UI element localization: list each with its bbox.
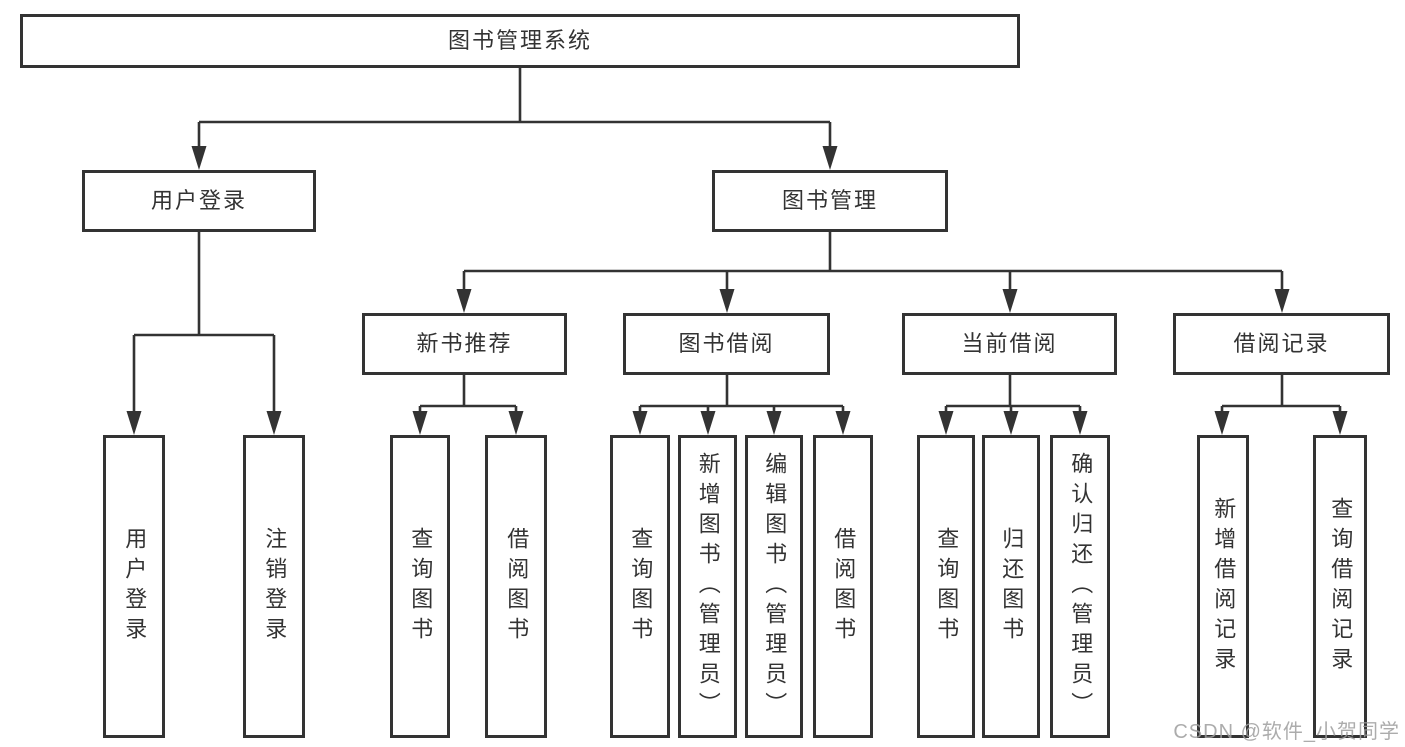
node-user-login: 用户登录 bbox=[82, 170, 316, 232]
leaf-query-borrow-record: 查询借阅记录 bbox=[1313, 435, 1367, 738]
node-book-borrowing: 图书借阅 bbox=[623, 313, 830, 375]
leaf-add-books-admin: 新增图书（管理员） bbox=[678, 435, 737, 738]
leaf-user-login: 用户登录 bbox=[103, 435, 165, 738]
leaf-return-books: 归还图书 bbox=[982, 435, 1040, 738]
leaf-query-books-current: 查询图书 bbox=[917, 435, 975, 738]
node-current-borrowing: 当前借阅 bbox=[902, 313, 1117, 375]
leaf-confirm-return-admin: 确认归还（管理员） bbox=[1050, 435, 1110, 738]
node-library-management-system: 图书管理系统 bbox=[20, 14, 1020, 68]
leaf-borrow-books-recommend: 借阅图书 bbox=[485, 435, 547, 738]
csdn-watermark: CSDN @软件_小贺同学 bbox=[1173, 721, 1400, 743]
leaf-query-books-recommend: 查询图书 bbox=[390, 435, 450, 738]
node-borrowing-records: 借阅记录 bbox=[1173, 313, 1390, 375]
leaf-query-books-borrowing: 查询图书 bbox=[610, 435, 670, 738]
node-book-management: 图书管理 bbox=[712, 170, 948, 232]
leaf-borrow-books: 借阅图书 bbox=[813, 435, 873, 738]
leaf-edit-books-admin: 编辑图书（管理员） bbox=[745, 435, 803, 738]
node-new-book-recommendation: 新书推荐 bbox=[362, 313, 567, 375]
leaf-add-borrow-record: 新增借阅记录 bbox=[1197, 435, 1249, 738]
leaf-logout: 注销登录 bbox=[243, 435, 305, 738]
